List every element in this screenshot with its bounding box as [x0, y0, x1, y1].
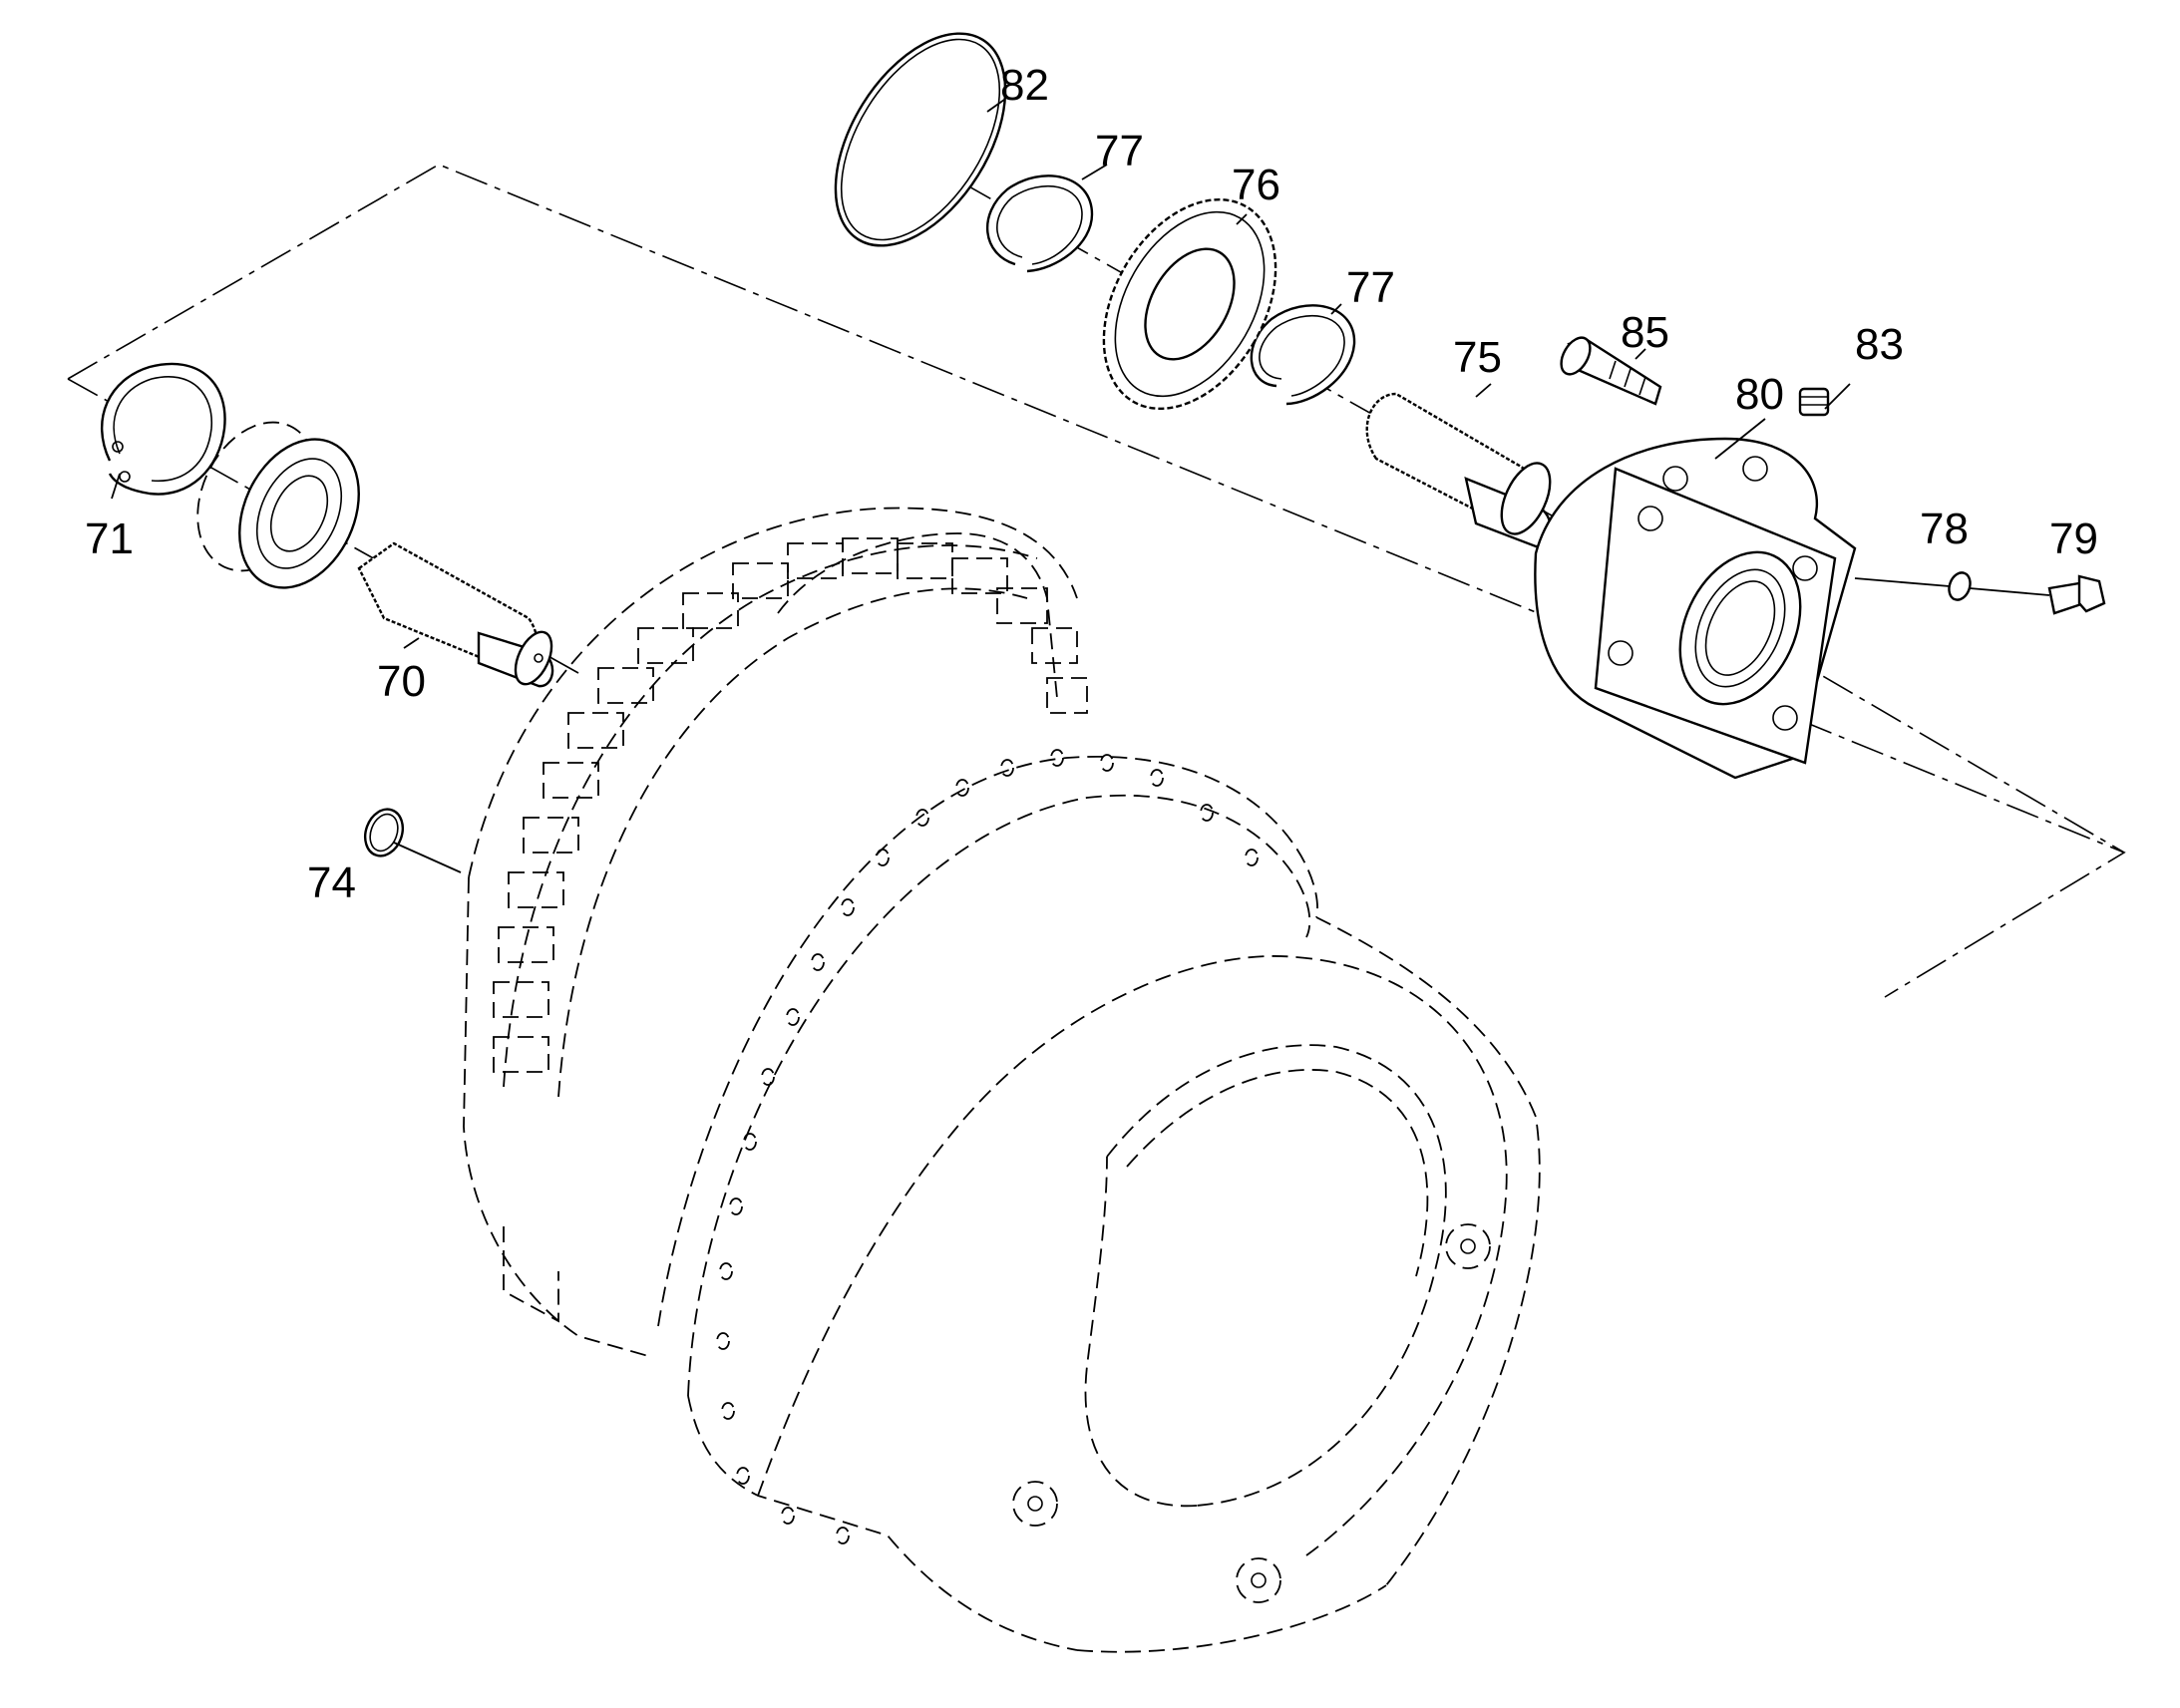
callout-80: 80 [1735, 370, 1784, 419]
circlip-71 [100, 362, 226, 496]
o-ring-74 [363, 808, 405, 857]
seal-ring-78 [1948, 571, 1972, 601]
callout-71: 71 [85, 514, 134, 563]
plug-screw-79 [2047, 574, 2106, 615]
gear-76 [1102, 198, 1277, 410]
callout-74: 74 [307, 858, 356, 907]
ring-gear-teeth [493, 537, 1088, 1073]
callout-79: 79 [2049, 514, 2098, 563]
pinion-shaft-70 [357, 541, 554, 688]
leader-lines [111, 99, 2050, 873]
bolt-85 [1560, 336, 1662, 406]
callout-labels: 82 77 76 77 85 75 83 80 71 78 79 70 74 [85, 61, 2098, 907]
cover-bolts [1012, 1223, 1491, 1603]
callout-77-upper: 77 [1095, 127, 1144, 175]
callout-85: 85 [1621, 308, 1669, 357]
callout-75: 75 [1453, 333, 1502, 382]
callout-70: 70 [377, 657, 426, 706]
callout-82: 82 [1000, 61, 1049, 110]
callout-77-lower: 77 [1346, 263, 1395, 312]
gear-shaft-75 [1365, 392, 1553, 548]
callout-76: 76 [1232, 161, 1280, 209]
flange-bolt-holes [716, 749, 1259, 1544]
o-ring-82 [834, 32, 1007, 247]
plug-83 [1798, 387, 1830, 417]
flange-housing-80 [1534, 437, 1857, 780]
callout-83: 83 [1855, 320, 1904, 369]
callout-78: 78 [1920, 505, 1969, 553]
snap-ring-77-upper [985, 174, 1094, 273]
snap-ring-77-lower [1250, 304, 1356, 406]
final-drive-housing [463, 507, 1541, 1653]
bearing [196, 421, 360, 589]
